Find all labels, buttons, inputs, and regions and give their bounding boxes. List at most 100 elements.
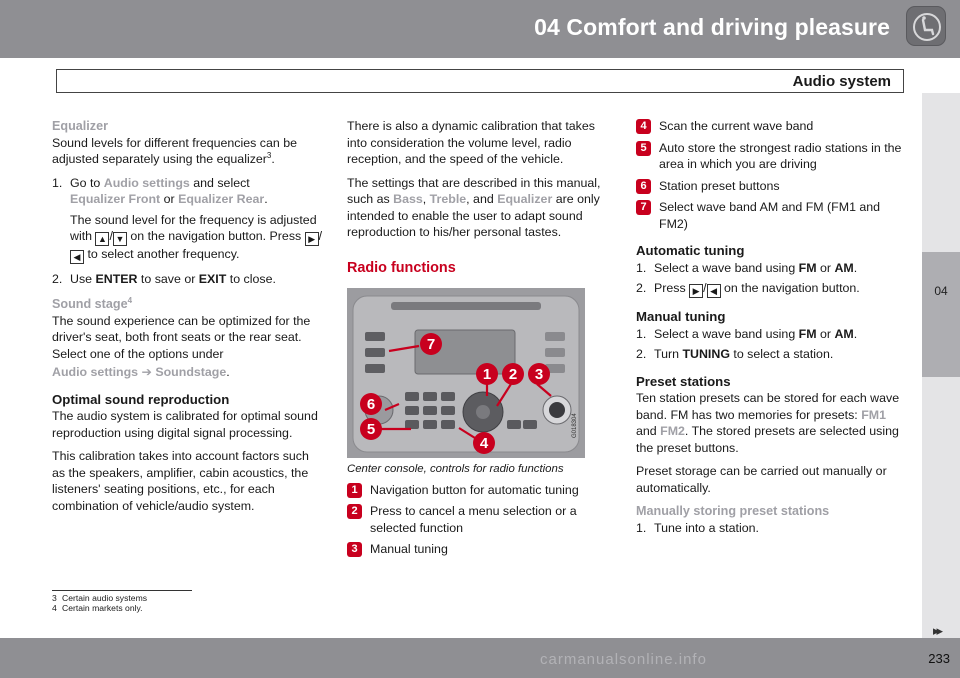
sound-stage-heading-text: Sound stage (52, 297, 128, 312)
detail-text-a: The sound level for the frequency is adj… (70, 212, 317, 244)
arrow-right-icon: ▶ (304, 232, 319, 247)
callout-number: 7 (636, 200, 651, 215)
side-tab-active (922, 252, 960, 377)
step-number: 2. (52, 272, 63, 287)
continue-arrows-icon: ▸▸ (932, 623, 943, 638)
callout-text: Scan the current wave band (659, 119, 814, 133)
tuning-label: TUNING (682, 347, 730, 362)
dynamic-calibration-text: There is also a dynamic calibration that… (347, 119, 595, 166)
footnote-ref-3: 3 (266, 151, 272, 161)
detail-text-b: on the navigation button. Press (126, 229, 305, 244)
fm-label: FM (798, 260, 817, 275)
footnote-ref-4: 4 (127, 295, 133, 305)
list-item: 7 Select wave band AM and FM (FM1 and FM2… (636, 199, 908, 232)
step-text: Turn TUNING to select a station. (654, 346, 908, 363)
callout-text: Manual tuning (370, 542, 448, 557)
list-item: 4 Scan the current wave band (636, 118, 908, 135)
footnote-text: Certain markets only. (62, 603, 143, 614)
auto1-text: Select a wave band using (654, 260, 799, 275)
step1-or: or (160, 192, 179, 207)
optimal-sound-heading: Optimal sound reproduction (52, 391, 230, 407)
menu-equalizer-front: Equalizer Front (70, 192, 161, 207)
step-text: Tune into a station. (654, 520, 759, 535)
footer-bar (0, 638, 960, 678)
preset-text-2: Preset storage can be carried out manual… (636, 464, 887, 495)
man2-text-b: to select a station. (729, 347, 834, 362)
section-bar: Audio system (56, 69, 904, 93)
sound-stage-path: Audio settings ➔ Soundstage. (52, 364, 324, 381)
step-number: 2. (636, 347, 647, 362)
callout-number: 2 (347, 504, 362, 520)
arrow-down-icon: ▼ (112, 232, 127, 247)
auto2-text-a: Press (654, 281, 690, 296)
side-tab-number: 04 (934, 284, 948, 298)
settings-paragraph: The settings that are described in this … (347, 175, 615, 241)
menu-arrow-icon: ➔ (141, 365, 152, 380)
manual-step-1: 1.Select a wave band using FM or AM. (636, 326, 908, 343)
callout-text: Select wave band AM and FM (FM1 and FM2) (659, 200, 881, 231)
callout-number: 4 (636, 119, 651, 134)
svg-text:7: 7 (427, 336, 435, 353)
man1-end: . (853, 326, 858, 341)
menu-audio-settings: Audio settings (103, 175, 190, 190)
equalizer-heading: Equalizer (52, 119, 108, 133)
equalizer-paragraph: Sound levels for different frequencies c… (52, 135, 324, 168)
detail-text-c: to select another frequency. (84, 247, 240, 262)
callout-number: 3 (347, 542, 362, 558)
man1-or: or (816, 326, 835, 341)
callout-number: 6 (636, 178, 651, 194)
menu-equalizer: Equalizer (497, 192, 553, 206)
enter-key-label: ENTER (95, 272, 138, 287)
section-title: Audio system (792, 73, 891, 90)
auto-step-1: 1. Select a wave band using FM or AM. (636, 260, 908, 277)
list-item: 3 Manual tuning (347, 541, 615, 558)
equalizer-step-1-detail: The sound level for the frequency is adj… (70, 212, 323, 265)
svg-text:6: 6 (367, 396, 375, 413)
sound-stage-heading: Sound stage4 (52, 296, 324, 313)
page-number: 233 (928, 651, 950, 666)
svg-text:3: 3 (535, 366, 543, 383)
photo-code: G018304 (572, 412, 578, 437)
optimal-sound-text-2: This calibration takes into account fact… (52, 449, 309, 513)
step-text: Press ▶/◀ on the navigation button. (654, 281, 860, 299)
menu-audio-settings: Audio settings (52, 365, 139, 380)
auto-step-2: 2.Press ▶/◀ on the navigation button. (636, 280, 908, 299)
settings-and: , and (466, 192, 498, 206)
svg-text:5: 5 (367, 421, 375, 438)
center-console-photo: 7 6 5 1 2 3 4 G018304 (347, 287, 585, 458)
preset-text: Ten station presets can be stored for ea… (636, 390, 908, 456)
automatic-tuning-heading: Automatic tuning (636, 243, 745, 258)
man2-text-a: Turn (654, 347, 683, 362)
step-number: 1. (636, 326, 647, 341)
preset-text-b: . The stored presets are selected using … (636, 424, 899, 455)
step-text: Select a wave band using FM or AM. (654, 260, 908, 277)
footnote-number: 3 (52, 593, 57, 603)
step2-text-c: to close. (226, 272, 276, 287)
settings-text-b: are only intended to enable the user to … (347, 192, 600, 239)
chapter-title: 04 Comfort and driving pleasure (534, 14, 890, 40)
step-number: 1. (636, 260, 647, 275)
step-number: 1. (636, 520, 647, 535)
header-bar: 04 Comfort and driving pleasure (0, 0, 960, 58)
menu-treble: Treble (429, 192, 467, 206)
svg-text:4: 4 (480, 435, 489, 452)
photo-caption: Center console, controls for radio funct… (347, 462, 564, 475)
svg-text:2: 2 (509, 366, 517, 383)
menu-equalizer-rear: Equalizer Rear (178, 192, 265, 207)
fm2-label: FM2 (660, 424, 685, 439)
arrow-right-icon: ▶ (689, 284, 704, 299)
am-label: AM (834, 326, 854, 341)
equalizer-end: . (271, 152, 275, 167)
step1-end: . (264, 192, 268, 207)
equalizer-step-2: 2. Use ENTER to save or EXIT to close. (52, 271, 324, 288)
callout-text: Navigation button for automatic tuning (370, 482, 579, 497)
settings-text-a: The settings that are described in this … (347, 175, 601, 207)
auto1-or: or (816, 260, 835, 275)
